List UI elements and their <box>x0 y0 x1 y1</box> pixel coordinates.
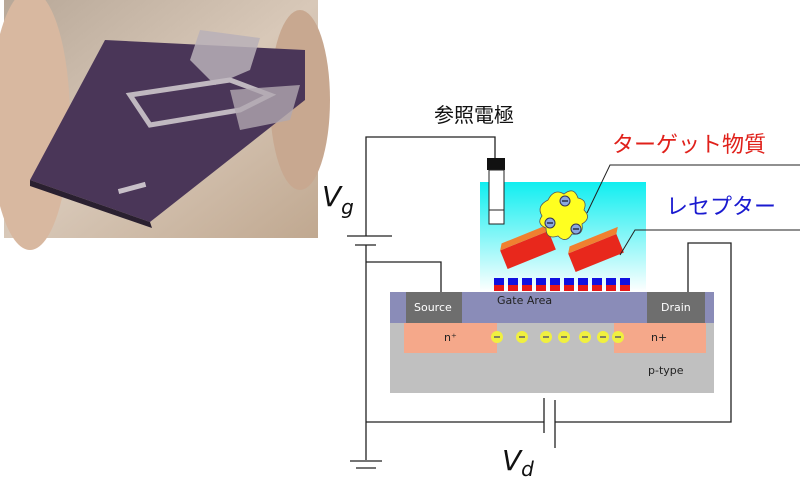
reference-electrode <box>487 158 505 225</box>
gate-site-bottom <box>578 285 588 291</box>
gate-site-bottom <box>508 285 518 291</box>
gate-site-top <box>550 278 560 285</box>
source-electrode <box>406 292 462 323</box>
receptor-molecule-right <box>568 226 624 273</box>
negative-charge-icon <box>544 217 556 229</box>
gate-site-top <box>508 278 518 285</box>
p-type-label: p-type <box>648 364 684 377</box>
circuit-wires <box>347 136 732 469</box>
electron-icon <box>540 331 552 343</box>
gate-surface-sites <box>494 278 630 291</box>
gate-site-top <box>564 278 574 285</box>
gate-site-bottom <box>550 285 560 291</box>
gate-site-bottom <box>522 285 532 291</box>
n-plus-right-label: n+ <box>651 331 667 344</box>
gate-site-bottom <box>592 285 602 291</box>
gate-site-top <box>578 278 588 285</box>
gate-site-bottom <box>620 285 630 291</box>
negative-charge-icon <box>570 223 582 235</box>
receptor-molecule-left <box>500 223 556 270</box>
gate-area-label: Gate Area <box>497 294 552 307</box>
target-molecule <box>539 190 588 240</box>
gate-site-top <box>592 278 602 285</box>
n-plus-drain-region <box>614 323 706 353</box>
channel-electrons <box>491 331 624 343</box>
gate-site-bottom <box>564 285 574 291</box>
electron-icon <box>516 331 528 343</box>
negative-charge-icon <box>559 195 571 207</box>
gate-site-top <box>522 278 532 285</box>
n-plus-source-region <box>404 323 497 353</box>
gate-site-bottom <box>606 285 616 291</box>
electron-icon <box>597 331 609 343</box>
drain-electrode <box>647 292 705 323</box>
gate-site-top <box>536 278 546 285</box>
gate-site-top <box>620 278 630 285</box>
electron-icon <box>612 331 624 343</box>
electron-icon <box>491 331 503 343</box>
gate-site-top <box>606 278 616 285</box>
gate-site-bottom <box>536 285 546 291</box>
drain-label: Drain <box>661 301 691 314</box>
drain-voltage-label: Vd <box>502 444 534 481</box>
electron-icon <box>579 331 591 343</box>
source-label: Source <box>414 301 452 314</box>
gate-site-bottom <box>494 285 504 291</box>
sensor-chip-photo <box>0 0 330 250</box>
receptor-label: レセプター <box>666 195 776 220</box>
gate-site-top <box>494 278 504 285</box>
target-label: ターゲット物質 <box>612 133 766 158</box>
gate-voltage-label: Vg <box>322 180 354 219</box>
n-plus-left-label: n⁺ <box>444 331 457 344</box>
callout-lines <box>586 164 800 256</box>
electron-icon <box>558 331 570 343</box>
reference-electrode-label: 参照電極 <box>434 103 514 127</box>
